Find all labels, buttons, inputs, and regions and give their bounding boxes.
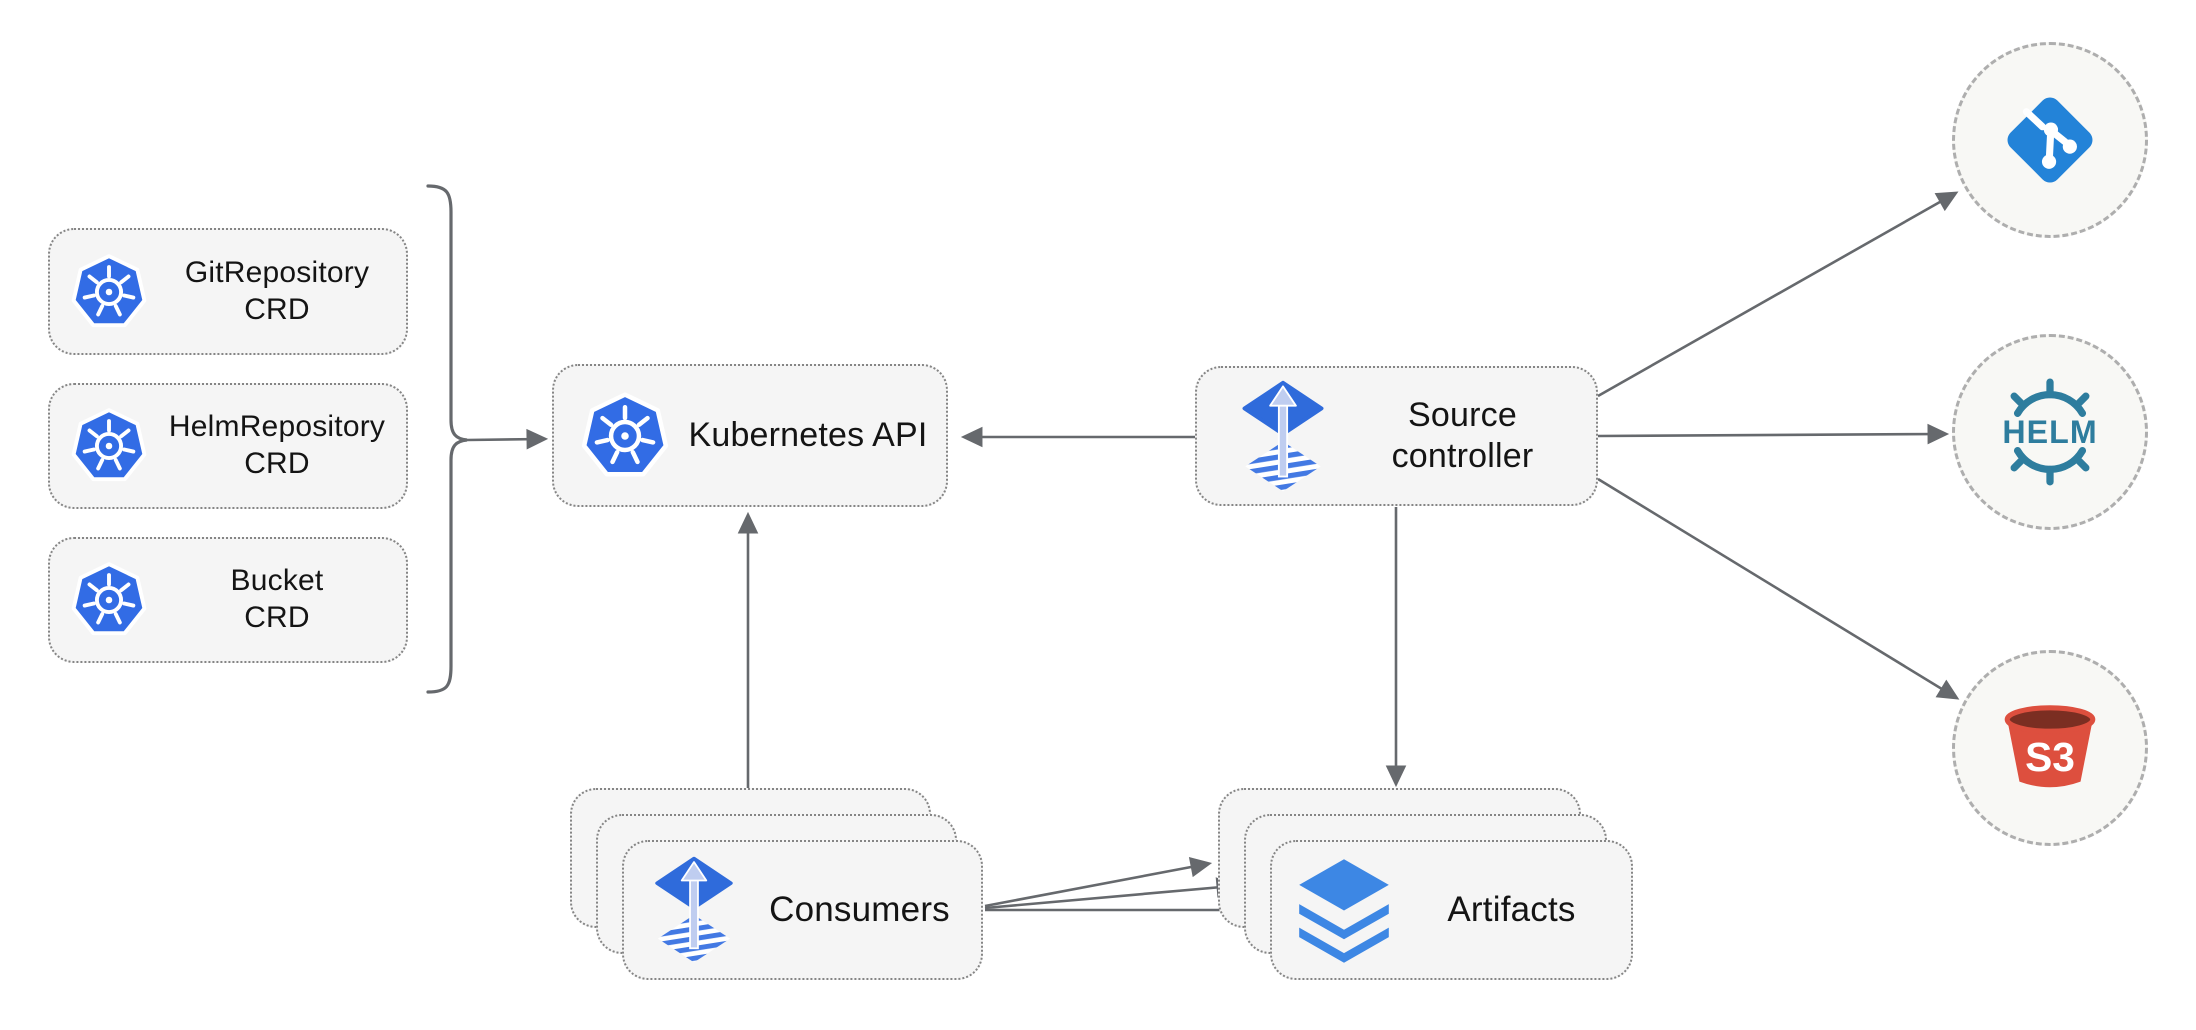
node-consumers: Consumers	[622, 840, 983, 980]
kubernetes-icon	[71, 253, 147, 327]
node-label: Bucket CRD	[230, 564, 324, 634]
node-label: HelmRepository CRD	[168, 410, 386, 480]
layers-icon	[1299, 858, 1389, 963]
node-label: Artifacts	[1447, 889, 1576, 929]
edge-source-controller-to-git	[1597, 191, 1959, 398]
node-git-source	[1952, 42, 2148, 238]
kubernetes-icon	[581, 391, 669, 476]
node-s3-source: S3	[1952, 650, 2148, 846]
flux-icon	[1242, 380, 1324, 491]
node-label: GitRepository CRD	[184, 255, 370, 326]
node-label: Kubernetes API	[688, 415, 928, 454]
edge-consumers-to-artifacts-3	[984, 856, 1213, 908]
node-kubernetes-api: Kubernetes API	[552, 364, 948, 507]
node-gitrepository-crd: GitRepository CRD	[48, 228, 408, 355]
node-source-controller: Source controller	[1195, 366, 1598, 506]
node-consumers-stack: Consumers	[570, 788, 983, 980]
node-helmrepository-crd: HelmRepository CRD	[48, 383, 408, 509]
node-label: Consumers	[769, 889, 950, 929]
git-icon	[2007, 97, 2093, 183]
node-artifacts-stack: Artifacts	[1218, 788, 1633, 980]
node-bucket-crd: Bucket CRD	[48, 537, 408, 663]
node-helm-source: HELM	[1952, 334, 2148, 530]
edge-bracket-to-kubernetes-api	[466, 428, 549, 450]
crds-bracket	[426, 184, 468, 694]
s3-bucket-icon: S3	[2004, 705, 2096, 788]
s3-label: S3	[2025, 734, 2075, 780]
kubernetes-icon	[71, 562, 147, 636]
edge-consumers-to-artifacts-2	[984, 877, 1239, 910]
helm-label: HELM	[2002, 414, 2097, 450]
helm-icon: HELM	[2002, 378, 2097, 486]
kubernetes-icon	[71, 408, 147, 482]
node-artifacts: Artifacts	[1270, 840, 1633, 980]
node-label: Source controller	[1391, 395, 1534, 475]
flux-icon	[655, 856, 733, 963]
edge-source-controller-to-helm	[1597, 423, 1950, 445]
edge-source-controller-to-s3	[1597, 477, 1960, 700]
